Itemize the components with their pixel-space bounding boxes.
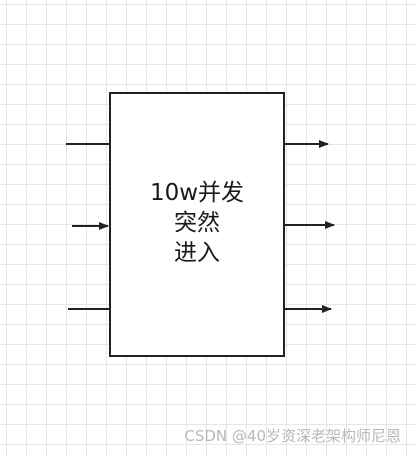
label-line-1: 10w并发 bbox=[149, 180, 245, 206]
process-box-label: 10w并发 突然 进入 bbox=[110, 178, 284, 268]
watermark: CSDN @40岁资深老架构师尼恩 bbox=[184, 427, 401, 445]
label-line-2: 突然 bbox=[174, 210, 220, 236]
label-line-3: 进入 bbox=[174, 240, 220, 266]
process-box[interactable] bbox=[109, 92, 285, 357]
